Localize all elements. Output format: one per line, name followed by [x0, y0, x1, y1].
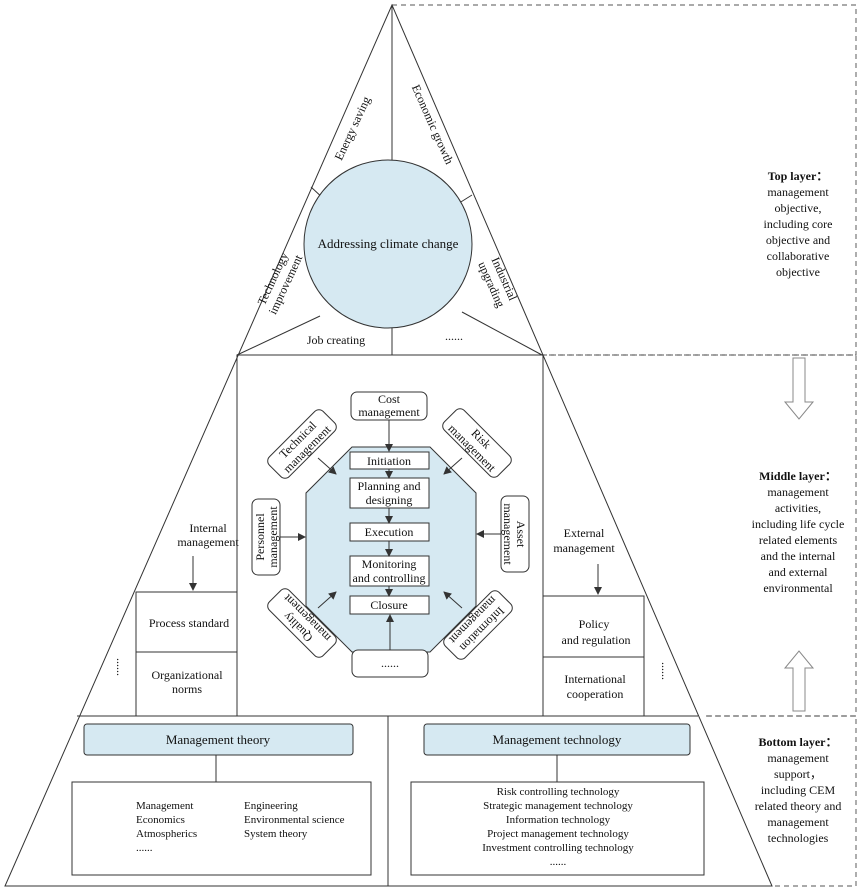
- quality-arrow: [317, 591, 337, 609]
- internal-management-panel: [135, 591, 238, 717]
- asset-management-box: Asset management: [500, 495, 530, 573]
- management-theory-title: Management theory: [166, 732, 271, 747]
- middle-layer: Initiation Planning and designing Execut…: [114, 391, 673, 717]
- external-management-heading-1: External: [564, 526, 605, 540]
- policy-label-2: and regulation: [562, 633, 631, 647]
- middle-layer-title: Middle layer：: [759, 469, 837, 483]
- technology-item: Project management technology: [487, 828, 629, 840]
- information-arrow: [443, 591, 463, 609]
- economic-growth-label: Economic growth: [409, 82, 457, 166]
- job-creating-label: Job creating: [307, 333, 365, 347]
- technology-item: Investment controlling technology: [482, 842, 634, 854]
- svg-text:management: management: [501, 503, 515, 565]
- theory-item: Environmental science: [244, 814, 345, 826]
- side-bottom-description: Bottom layer： management support， includ…: [755, 735, 842, 845]
- internal-management-heading-1: Internal: [189, 521, 227, 535]
- external-management-panel: [542, 595, 645, 717]
- technology-improvement-label: Technology improvement: [254, 250, 305, 316]
- internal-more-label: ......: [114, 658, 128, 676]
- svg-text:objective and: objective and: [766, 233, 830, 247]
- bottom-layer-title: Bottom layer：: [759, 735, 838, 749]
- technical-arrow: [317, 457, 337, 475]
- international-label-1: International: [564, 672, 626, 686]
- middle-center-frame: [236, 354, 544, 717]
- theory-list-box: [71, 781, 372, 876]
- internal-management-heading-2: management: [177, 535, 239, 549]
- top-layer-frame: [392, 4, 857, 356]
- svg-text:activities,: activities,: [775, 501, 821, 515]
- theory-item: Management: [136, 800, 193, 812]
- svg-text:management: management: [266, 506, 280, 568]
- external-management-heading-2: management: [553, 541, 615, 555]
- top-layer-title: Top layer：: [768, 169, 829, 183]
- climate-change-circle: [303, 159, 473, 329]
- svg-text:management: management: [767, 185, 829, 199]
- svg-text:including life cycle: including life cycle: [752, 517, 845, 531]
- theory-item: Engineering: [244, 800, 298, 812]
- svg-text:......: ......: [381, 656, 399, 670]
- top-layer: Addressing climate change Energy saving …: [236, 5, 543, 356]
- svg-text:Personnel: Personnel: [253, 513, 267, 561]
- risk-arrow: [443, 457, 463, 475]
- svg-text:related theory and: related theory and: [755, 799, 842, 813]
- policy-label-1: Policy: [579, 617, 610, 631]
- process-standard-label: Process standard: [149, 616, 229, 630]
- bottom-layer-frame: [706, 715, 857, 887]
- up-hollow-arrow: [783, 650, 815, 712]
- svg-text:objective: objective: [776, 265, 820, 279]
- svg-text:Planning and: Planning and: [358, 479, 421, 493]
- layer-frames: [392, 4, 857, 887]
- svg-text:management: management: [767, 815, 829, 829]
- side-top-description: Top layer： management objective, includi…: [764, 169, 833, 279]
- svg-text:Initiation: Initiation: [367, 454, 411, 468]
- svg-text:management: management: [767, 485, 829, 499]
- personnel-management-box: Personnel management: [251, 498, 281, 576]
- svg-text:Execution: Execution: [365, 525, 414, 539]
- svg-text:support，: support，: [774, 767, 822, 781]
- sector-line-lower-left: [236, 315, 321, 356]
- technology-list-box: [410, 781, 705, 876]
- svg-text:Monitoring: Monitoring: [362, 557, 417, 571]
- management-technology-title: Management technology: [493, 732, 622, 747]
- climate-change-label: Addressing climate change: [318, 236, 459, 251]
- svg-text:related elements: related elements: [759, 533, 838, 547]
- international-label-2: cooperation: [567, 687, 624, 701]
- technology-item: Strategic management technology: [483, 800, 633, 812]
- svg-text:Closure: Closure: [370, 598, 407, 612]
- industrial-upgrading-label: Industrial upgrading: [475, 255, 520, 310]
- theory-item: Atmospherics: [136, 828, 197, 840]
- svg-text:and external: and external: [769, 565, 829, 579]
- svg-text:management: management: [358, 405, 420, 419]
- technology-item: Information technology: [506, 814, 611, 826]
- svg-text:management: management: [767, 751, 829, 765]
- theory-item: System theory: [244, 828, 308, 840]
- down-hollow-arrow: [783, 357, 815, 420]
- svg-text:designing: designing: [366, 493, 413, 507]
- sector-line-lower-right: [461, 311, 543, 356]
- svg-text:Cost: Cost: [378, 392, 401, 406]
- management-theory-title-box: [83, 723, 354, 756]
- svg-text:objective,: objective,: [775, 201, 822, 215]
- organizational-norms-label-1: Organizational: [151, 668, 223, 682]
- svg-text:environmental: environmental: [763, 581, 833, 595]
- svg-text:collaborative: collaborative: [767, 249, 830, 263]
- svg-text:and the internal: and the internal: [761, 549, 836, 563]
- svg-text:including CEM: including CEM: [761, 783, 836, 797]
- top-more-label: ......: [445, 329, 463, 343]
- theory-item: ......: [136, 842, 153, 854]
- bottom-layer: Management theory Management Economics A…: [71, 723, 705, 876]
- side-middle-description: Middle layer： management activities, inc…: [752, 469, 845, 595]
- technology-item: Risk controlling technology: [497, 786, 620, 798]
- technical-management-box: Technical management: [267, 409, 337, 479]
- svg-text:and controlling: and controlling: [353, 571, 426, 585]
- theory-item: Economics: [136, 814, 185, 826]
- svg-text:Asset: Asset: [514, 521, 528, 548]
- svg-text:including core: including core: [764, 217, 833, 231]
- organizational-norms-label-2: norms: [172, 682, 202, 696]
- svg-text:technologies: technologies: [768, 831, 829, 845]
- technology-item: ......: [550, 856, 567, 868]
- external-more-label: ......: [659, 662, 673, 680]
